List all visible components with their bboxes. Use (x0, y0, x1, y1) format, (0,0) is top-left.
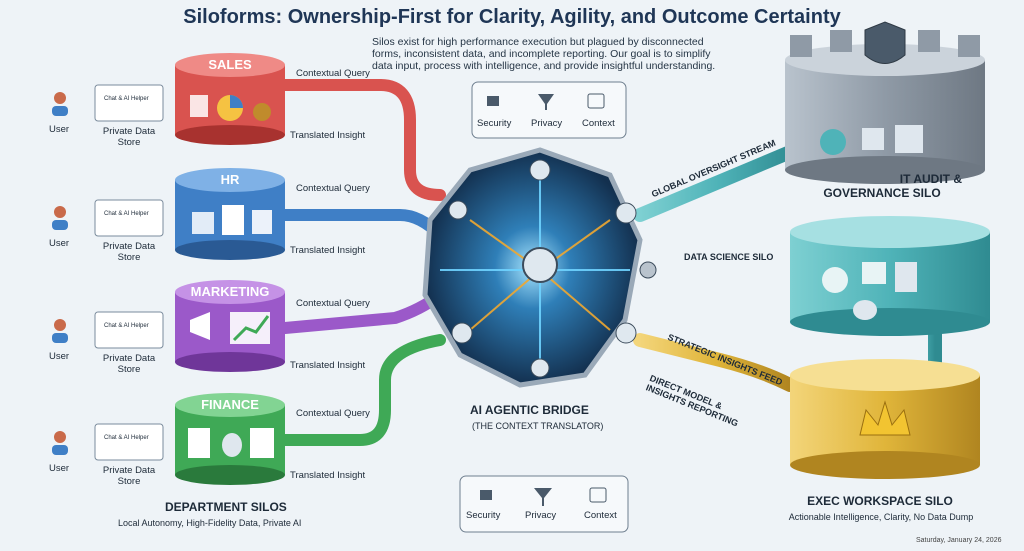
translate-icon (587, 93, 605, 109)
badge-context: Context (582, 118, 615, 129)
chat-label: Chat & AI Helper (104, 435, 149, 441)
megaphone-icon (190, 312, 210, 340)
insight-label: Translated Insight (290, 130, 366, 141)
page-title: Siloforms: Ownership-First for Clarity, … (183, 6, 841, 28)
dept-footer-subtitle: Local Autonomy, High-Fidelity Data, Priv… (118, 518, 302, 528)
store-label: Private Data Store (102, 241, 156, 263)
crown-icon (859, 400, 911, 436)
shield-lock-icon (864, 21, 906, 64)
it-audit-title-1: IT AUDIT & (899, 172, 962, 186)
money-bag-icon (253, 103, 271, 121)
query-label: Contextual Query (296, 408, 370, 419)
chat-label: Chat & AI Helper (104, 323, 149, 329)
lock-icon (480, 490, 492, 500)
document-icon (222, 205, 244, 235)
store-label: Private Data Store (102, 353, 156, 375)
clipboard-icon (252, 210, 272, 234)
robot-icon (530, 358, 550, 378)
user-label: User (49, 351, 70, 362)
user-label: User (49, 124, 70, 135)
robot-icon (529, 159, 551, 181)
signature: Saturday, January 24, 2026 (916, 537, 1002, 544)
filter-icon (534, 488, 552, 506)
top-badge-box (471, 81, 627, 139)
bridge-title: AI AGENTIC BRIDGE (470, 403, 589, 417)
chat-window (94, 199, 164, 237)
database-icon (222, 433, 242, 457)
ai-hub (422, 147, 657, 388)
calculator-icon (188, 428, 210, 458)
query-label: Contextual Query (296, 183, 370, 194)
user-icon (52, 206, 68, 230)
user-widgets (52, 84, 164, 461)
exec-subtitle: Actionable Intelligence, Clarity, No Dat… (788, 512, 974, 522)
chat-window (94, 423, 164, 461)
store-label: Private Data Store (102, 126, 156, 148)
chat-window (94, 311, 164, 349)
cylinder-icons (188, 95, 274, 458)
it-audit-tower (785, 21, 985, 184)
badge-icons (480, 93, 607, 506)
lock-icon (862, 128, 884, 150)
dept-footer-title: DEPARTMENT SILOS (165, 500, 287, 514)
finance-pipe (279, 334, 446, 446)
lock-icon (487, 96, 499, 106)
team-icon (192, 212, 214, 234)
insight-label: Translated Insight (290, 360, 366, 371)
dept-cylinders (175, 53, 285, 485)
store-label: Private Data Store (102, 465, 156, 487)
growth-chart-icon (862, 262, 886, 284)
user-icon (52, 92, 68, 116)
robot-icon (448, 200, 468, 220)
user-label: User (49, 463, 70, 474)
hr-pipe (279, 209, 446, 241)
global-oversight-pipe (633, 143, 802, 222)
insight-label: Translated Insight (290, 470, 366, 481)
dept-label-sales: SALES (208, 57, 252, 72)
query-label: Contextual Query (296, 298, 370, 309)
insight-label: Translated Insight (290, 245, 366, 256)
query-label: Contextual Query (296, 68, 370, 79)
translate-icon (589, 487, 607, 503)
sales-pipe (279, 79, 446, 201)
badge-privacy: Privacy (525, 510, 557, 521)
translate-node-icon (451, 322, 473, 344)
report-icon (250, 428, 274, 458)
translate-node-icon (615, 202, 637, 224)
robot-icon (522, 247, 558, 283)
user-label: User (49, 238, 70, 249)
badge-privacy: Privacy (531, 118, 563, 129)
bridge-subtitle: (THE CONTEXT TRANSLATOR) (472, 421, 604, 431)
server-icon (895, 125, 923, 153)
brain-icon (820, 129, 846, 155)
server-icon (895, 262, 917, 292)
exec-title: EXEC WORKSPACE SILO (807, 494, 953, 508)
badge-context: Context (584, 510, 617, 521)
filter-icon (538, 94, 554, 110)
subtitle: Silos exist for high performance executi… (372, 36, 716, 72)
database-icon (853, 300, 877, 320)
strategic-feed-pipe (633, 333, 797, 392)
brain-icon (822, 267, 848, 293)
data-science-cylinder (790, 216, 990, 336)
chat-window (94, 84, 164, 122)
bar-chart-icon (190, 95, 208, 117)
badge-security: Security (477, 118, 512, 129)
translate-node-icon (615, 322, 637, 344)
user-icon (52, 319, 68, 343)
dept-label-hr: HR (220, 172, 240, 187)
badge-security: Security (466, 510, 501, 521)
dept-label-finance: FINANCE (201, 397, 259, 412)
gear-icon (639, 261, 657, 279)
dept-label-marketing: MARKETING (190, 284, 270, 299)
it-audit-title-2: GOVERNANCE SILO (823, 186, 941, 200)
data-science-label: DATA SCIENCE SILO (684, 252, 774, 262)
exec-cylinder (790, 359, 980, 479)
user-icon (52, 431, 68, 455)
dept-pipes (279, 79, 446, 446)
chat-label: Chat & AI Helper (104, 211, 149, 217)
chat-label: Chat & AI Helper (104, 96, 149, 102)
